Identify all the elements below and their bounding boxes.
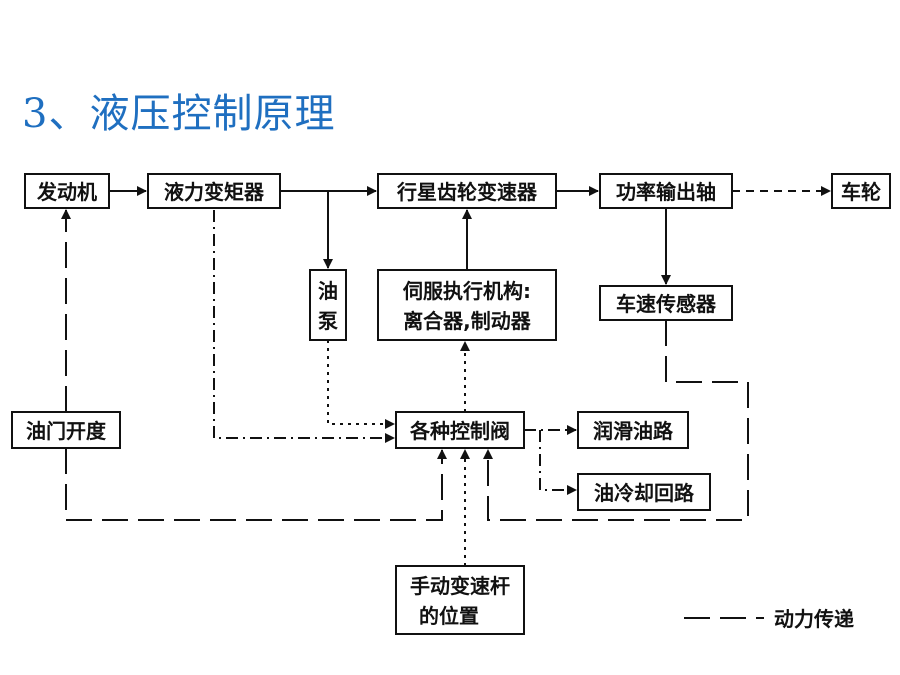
label-torque-converter: 液力变矩器 (164, 180, 265, 204)
page-title: 3、液压控制原理 (22, 91, 336, 137)
label-throttle-opening: 油门开度 (26, 419, 107, 443)
label-output-shaft: 功率输出轴 (616, 180, 716, 204)
box-servo-actuator: 伺服执行机构: 离合器,制动器 (377, 269, 557, 341)
label-oil-pump-line2: 泵 (318, 309, 338, 333)
line-valves-to-cooling (539, 430, 577, 495)
box-control-valves: 各种控制阀 (395, 411, 525, 449)
label-engine: 发动机 (36, 180, 97, 204)
legend: 动力传递 (684, 607, 854, 631)
label-oil-pump-line1: 油 (318, 279, 338, 303)
line-sensor-to-valves (483, 320, 749, 521)
label-control-valves: 各种控制阀 (409, 419, 510, 443)
line-pump-to-valves (327, 340, 395, 429)
box-oil-pump: 油 泵 (309, 269, 347, 341)
box-speed-sensor: 车速传感器 (599, 285, 733, 321)
label-shift-lever-line2: 的位置 (419, 604, 479, 628)
label-planetary-gearbox: 行星齿轮变速器 (396, 180, 538, 204)
box-throttle-opening: 油门开度 (11, 411, 121, 449)
box-torque-converter: 液力变矩器 (147, 173, 281, 209)
box-planetary-gearbox: 行星齿轮变速器 (377, 173, 557, 209)
label-servo-line1: 伺服执行机构: (402, 279, 531, 303)
box-lube-circuit: 润滑油路 (577, 411, 689, 449)
label-servo-line2: 离合器,制动器 (403, 309, 532, 333)
box-oil-cooling-circuit: 油冷却回路 (577, 473, 711, 511)
box-shift-lever-position: 手动变速杆 的位置 (395, 565, 525, 635)
line-throttle-to-valves (65, 448, 447, 521)
box-output-shaft: 功率输出轴 (599, 173, 733, 209)
box-engine: 发动机 (24, 173, 110, 209)
box-wheel: 车轮 (831, 173, 891, 209)
label-wheel: 车轮 (841, 180, 881, 204)
line-converter-to-valves (213, 210, 395, 443)
label-speed-sensor: 车速传感器 (616, 292, 717, 316)
label-lube-circuit: 润滑油路 (593, 419, 674, 443)
label-shift-lever-line1: 手动变速杆 (410, 574, 510, 598)
label-oil-cooling-circuit: 油冷却回路 (594, 481, 695, 505)
legend-power-label: 动力传递 (774, 607, 854, 631)
